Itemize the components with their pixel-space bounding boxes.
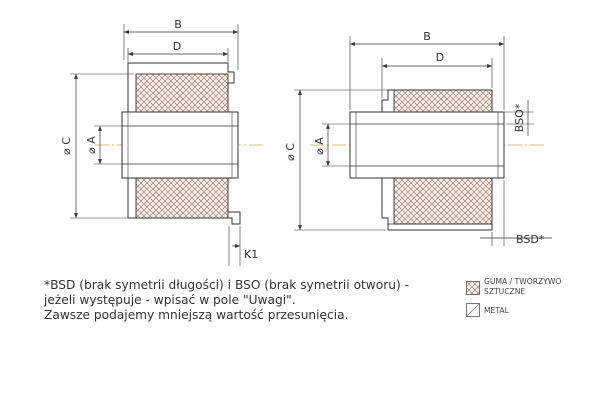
footnote-line-1: *BSD (brak symetrii długości) i BSO (bra… bbox=[44, 278, 409, 292]
left-dim-D-label: D bbox=[173, 40, 181, 53]
right-rubber-bottom bbox=[393, 177, 493, 225]
right-dim-B-label: B bbox=[423, 30, 431, 43]
legend-rubber-label-2: SZTUCZNE bbox=[484, 287, 526, 296]
footnote: *BSD (brak symetrii długości) i BSO (bra… bbox=[44, 278, 444, 323]
left-dim-C-label: ⌀ C bbox=[60, 137, 73, 155]
right-dim-C-label: ⌀ C bbox=[284, 143, 297, 161]
rubber-swatch-icon bbox=[466, 281, 480, 295]
right-dim-A-label: ⌀ A bbox=[313, 137, 326, 155]
footnote-line-2: jeżeli występuje - wpisać w pole "Uwagi"… bbox=[44, 293, 296, 307]
left-inner-tube bbox=[121, 111, 239, 179]
left-dim-A-label: ⌀ A bbox=[85, 136, 98, 154]
right-inner-tube bbox=[349, 111, 505, 179]
left-rubber-top bbox=[135, 73, 229, 113]
legend-rubber-label-1: GUMA / TWORZYWO bbox=[484, 277, 562, 286]
right-dim-D-label: D bbox=[436, 51, 444, 64]
metal-swatch-icon bbox=[466, 303, 480, 317]
legend-metal-label: METAL bbox=[484, 306, 509, 315]
footnote-line-3: Zawsze podajemy mniejszą wartość przesun… bbox=[44, 308, 349, 322]
right-view: B D ⌀ C ⌀ A BSO* BSD* bbox=[284, 30, 552, 246]
left-dim-K1-label: K1 bbox=[244, 248, 258, 261]
technical-drawing: B D ⌀ C ⌀ A K1 bbox=[60, 18, 552, 266]
right-rubber-top bbox=[393, 89, 493, 113]
right-dim-BSD-label: BSD* bbox=[516, 233, 545, 246]
left-view: B D ⌀ C ⌀ A K1 bbox=[60, 18, 262, 266]
left-rubber-bottom bbox=[135, 177, 229, 219]
right-dim-BSO-label: BSO* bbox=[513, 103, 526, 132]
left-dim-B-label: B bbox=[174, 18, 182, 31]
